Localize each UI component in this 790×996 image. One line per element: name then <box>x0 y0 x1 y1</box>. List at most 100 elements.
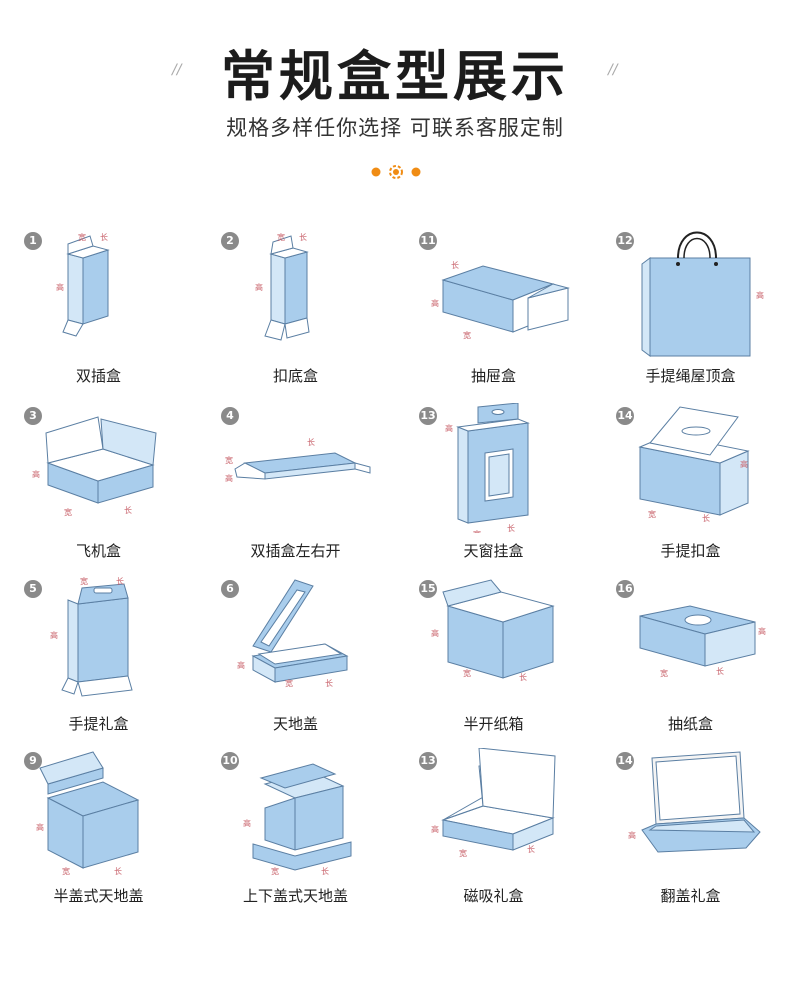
box-type-label: 飞机盒 <box>75 542 121 560</box>
box-number-badge: 10 <box>221 752 239 770</box>
box-number-badge: 12 <box>616 232 634 250</box>
svg-text:高: 高 <box>445 423 453 433</box>
svg-text:宽: 宽 <box>277 232 285 242</box>
svg-text:长: 长 <box>325 678 333 688</box>
svg-text:高: 高 <box>36 822 44 832</box>
box-type-label: 半盖式天地盖 <box>53 887 144 905</box>
lock-bottom-box-icon: 宽 长高 <box>225 228 375 358</box>
box-type-card: 高宽 长 13 天窗挂盒 <box>395 395 592 567</box>
box-type-card: 高宽长12 手提绳屋顶盒 <box>592 220 789 392</box>
rope-handle-bag-icon: 高宽长 <box>620 228 770 370</box>
svg-text:长: 长 <box>507 523 515 533</box>
mailer-box-icon: 高宽 长 <box>28 403 178 533</box>
svg-text:高: 高 <box>225 473 233 483</box>
top-bottom-lid-box-icon: 高宽 长 <box>225 748 375 878</box>
svg-text:高: 高 <box>255 282 263 292</box>
flip-lid-gift-box-icon: 高 <box>620 748 770 878</box>
page-subtitle: 规格多样任你选择 可联系客服定制 <box>226 116 564 140</box>
svg-text:宽: 宽 <box>473 529 481 533</box>
dots-divider-icon <box>371 165 421 179</box>
svg-text:长: 长 <box>519 672 527 682</box>
svg-text:长: 长 <box>451 260 459 270</box>
box-type-label: 天窗挂盒 <box>463 542 524 560</box>
box-number-badge: 13 <box>419 752 437 770</box>
svg-text:长: 长 <box>321 866 329 876</box>
box-number-badge: 2 <box>221 232 239 250</box>
tissue-box-icon: 高宽 长 <box>620 576 770 706</box>
box-type-label: 翻盖礼盒 <box>660 887 721 905</box>
double-tuck-box-icon: 宽长高 <box>28 228 178 358</box>
svg-text:长: 长 <box>116 576 124 586</box>
svg-text:高: 高 <box>431 628 439 638</box>
page-header: // 常规盒型展示 // 规格多样任你选择 可联系客服定制 <box>0 0 790 200</box>
magnetic-gift-box-icon: 高宽 长 <box>423 747 573 878</box>
box-type-card: 高宽 长 15 半开纸箱 <box>395 568 592 740</box>
box-type-label: 手提礼盒 <box>68 715 129 733</box>
box-type-label: 上下盖式天地盖 <box>242 887 348 905</box>
handle-gift-box-icon: 宽 长高 <box>28 576 178 706</box>
svg-text:长: 长 <box>100 232 108 242</box>
box-type-card: 高宽 长 10 上下盖式天地盖 <box>197 740 394 912</box>
box-number-badge: 4 <box>221 407 239 425</box>
box-number-badge: 14 <box>616 752 634 770</box>
window-hang-box-icon: 高宽 长 <box>423 402 573 539</box>
svg-text:长: 长 <box>299 232 307 242</box>
svg-text:高: 高 <box>32 469 40 479</box>
page-title: 常规盒型展示 <box>221 45 569 108</box>
svg-text:高: 高 <box>758 626 766 636</box>
box-number-badge: 5 <box>24 580 42 598</box>
svg-text:宽: 宽 <box>648 509 656 519</box>
svg-text:宽: 宽 <box>225 455 233 465</box>
lid-base-box-icon: 高宽长 <box>225 576 375 706</box>
box-type-label: 抽纸盒 <box>667 715 713 733</box>
svg-text:宽: 宽 <box>271 866 279 876</box>
box-number-badge: 3 <box>24 407 42 425</box>
box-type-label: 抽屉盒 <box>470 367 516 385</box>
svg-text:宽: 宽 <box>80 576 88 586</box>
box-number-badge: 16 <box>616 580 634 598</box>
svg-text:长: 长 <box>716 666 724 676</box>
svg-text:宽: 宽 <box>463 668 471 678</box>
box-number-badge: 15 <box>419 580 437 598</box>
box-type-label: 双插盒左右开 <box>250 542 341 560</box>
box-type-card: 高 14 翻盖礼盒 <box>592 740 789 912</box>
half-open-carton-icon: 高宽 长 <box>423 576 573 706</box>
box-number-badge: 6 <box>221 580 239 598</box>
svg-text:高: 高 <box>628 830 636 840</box>
box-type-label: 手提绳屋顶盒 <box>645 367 736 385</box>
svg-text:宽: 宽 <box>78 232 86 242</box>
svg-text:长: 长 <box>124 505 132 515</box>
svg-text:宽: 宽 <box>62 866 70 876</box>
svg-text:高: 高 <box>237 660 245 670</box>
svg-text:高: 高 <box>50 630 58 640</box>
side-tuck-box-icon: 长宽高 <box>225 403 375 533</box>
half-lid-box-icon: 高宽 长 <box>28 748 178 878</box>
svg-text:高: 高 <box>756 290 764 300</box>
box-type-card: 高宽 长 16 抽纸盒 <box>592 568 789 740</box>
box-type-card: 高宽 长 3 飞机盒 <box>0 395 197 567</box>
svg-text:宽: 宽 <box>64 507 72 517</box>
box-type-label: 半开纸箱 <box>463 715 524 733</box>
box-number-badge: 13 <box>419 407 437 425</box>
svg-text:高: 高 <box>740 459 748 469</box>
drawer-box-icon: 长高宽 <box>423 228 573 358</box>
svg-text:高: 高 <box>431 824 439 834</box>
slash-decoration-right: // <box>608 62 618 78</box>
svg-text:长: 长 <box>307 437 315 447</box>
svg-text:高: 高 <box>243 818 251 828</box>
svg-text:长: 长 <box>114 866 122 876</box>
svg-text:长: 长 <box>527 844 535 854</box>
box-type-label: 双插盒 <box>75 367 121 385</box>
svg-text:宽: 宽 <box>660 668 668 678</box>
box-type-label: 磁吸礼盒 <box>463 887 524 905</box>
svg-text:宽: 宽 <box>463 330 471 340</box>
svg-text:宽: 宽 <box>459 848 467 858</box>
svg-text:高: 高 <box>431 298 439 308</box>
